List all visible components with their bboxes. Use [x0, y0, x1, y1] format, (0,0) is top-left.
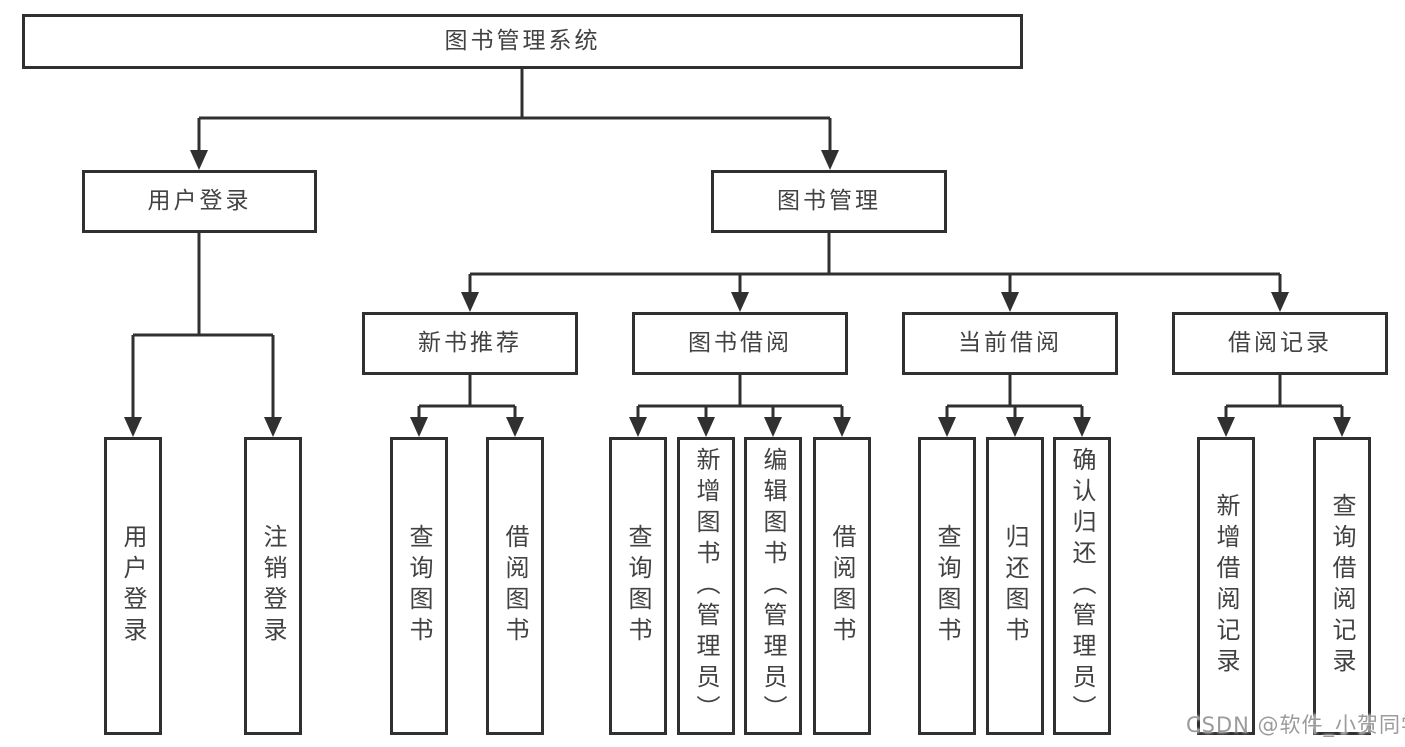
leaf-logout: 注销登录 [244, 437, 302, 735]
node-library-system: 图书管理系统 [22, 14, 1023, 69]
leaf-query-books-3-label: 查询图书 [933, 524, 961, 648]
node-new-book-recommend-label: 新书推荐 [418, 330, 522, 356]
node-book-borrow-label: 图书借阅 [688, 330, 792, 356]
leaf-query-books-1: 查询图书 [390, 437, 448, 735]
leaf-add-book-admin: 新增图书（管理员） [677, 437, 735, 735]
node-user-login-label: 用户登录 [147, 188, 252, 214]
node-new-book-recommend: 新书推荐 [362, 312, 578, 375]
leaf-edit-book-admin: 编辑图书（管理员） [744, 437, 802, 735]
leaf-add-borrow-record-label: 新增借阅记录 [1212, 493, 1240, 679]
node-current-borrow: 当前借阅 [902, 312, 1118, 375]
node-book-management: 图书管理 [711, 170, 947, 233]
leaf-user-login-label: 用户登录 [119, 524, 147, 648]
node-borrow-records-label: 借阅记录 [1228, 330, 1332, 356]
node-current-borrow-label: 当前借阅 [958, 330, 1062, 356]
node-library-system-label: 图书管理系统 [444, 28, 601, 54]
leaf-return-book: 归还图书 [986, 437, 1044, 735]
node-book-borrow: 图书借阅 [632, 312, 848, 375]
node-borrow-records: 借阅记录 [1172, 312, 1388, 375]
leaf-logout-label: 注销登录 [259, 524, 287, 648]
leaf-add-borrow-record: 新增借阅记录 [1197, 437, 1255, 735]
leaf-query-books-2: 查询图书 [609, 437, 667, 735]
leaf-query-borrow-record-label: 查询借阅记录 [1328, 493, 1356, 679]
leaf-user-login: 用户登录 [104, 437, 162, 735]
leaf-borrow-books-1: 借阅图书 [486, 437, 544, 735]
leaf-add-book-admin-label: 新增图书（管理员） [692, 446, 720, 726]
leaf-query-borrow-record: 查询借阅记录 [1313, 437, 1371, 735]
csdn-watermark: CSDN @软件_小贺同学 [1186, 713, 1405, 737]
leaf-query-books-1-label: 查询图书 [405, 524, 433, 648]
node-user-login: 用户登录 [82, 170, 317, 233]
leaf-borrow-books-2-label: 借阅图书 [828, 524, 856, 648]
leaf-query-books-2-label: 查询图书 [624, 524, 652, 648]
leaf-confirm-return-admin-label: 确认归还（管理员） [1068, 446, 1096, 726]
leaf-return-book-label: 归还图书 [1001, 524, 1029, 648]
node-book-management-label: 图书管理 [777, 188, 881, 214]
leaf-borrow-books-1-label: 借阅图书 [501, 524, 529, 648]
leaf-query-books-3: 查询图书 [918, 437, 976, 735]
leaf-edit-book-admin-label: 编辑图书（管理员） [759, 446, 787, 726]
leaf-borrow-books-2: 借阅图书 [813, 437, 871, 735]
leaf-confirm-return-admin: 确认归还（管理员） [1053, 437, 1111, 735]
